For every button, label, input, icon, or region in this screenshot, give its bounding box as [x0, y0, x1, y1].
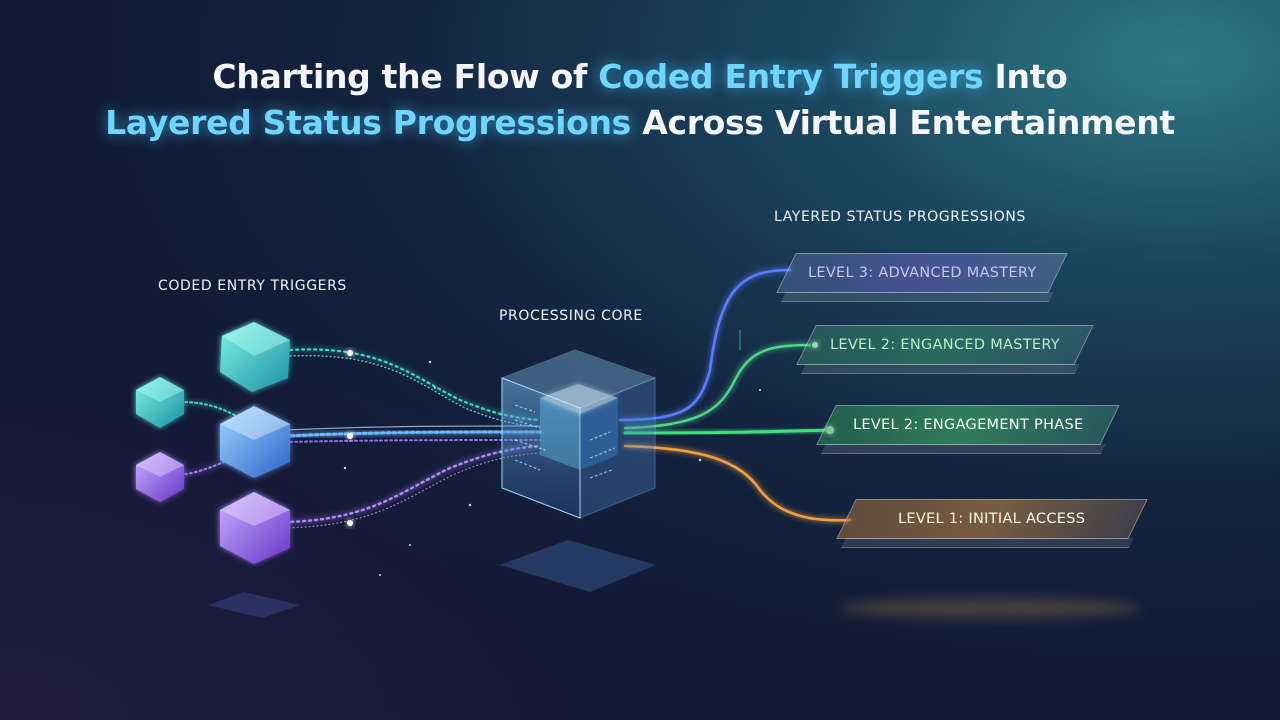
gem-icon-large-blue: [220, 406, 290, 478]
sparkles: [343, 360, 761, 576]
floor-reflections: [208, 540, 1140, 618]
label-layered-status-progressions: LAYERED STATUS PROGRESSIONS: [774, 209, 1026, 225]
level-label: LEVEL 2: ENGANCED MASTERY: [830, 337, 1060, 353]
title-text: Charting the Flow of: [212, 57, 599, 96]
level-label: LEVEL 1: INITIAL ACCESS: [898, 511, 1086, 527]
title-highlight-triggers: Coded Entry Triggers: [598, 57, 984, 96]
label-processing-core: PROCESSING CORE: [499, 308, 643, 324]
level-2-enganced-mastery: LEVEL 2: ENGANCED MASTERY: [796, 325, 1094, 374]
page-title: Charting the Flow of Coded Entry Trigger…: [0, 54, 1280, 146]
level-1-initial-access: LEVEL 1: INITIAL ACCESS: [836, 499, 1148, 548]
level-edge: [780, 292, 1054, 302]
level-2-engagement-phase: LEVEL 2: ENGAGEMENT PHASE: [816, 405, 1120, 454]
title-text: Into: [983, 57, 1068, 96]
title-highlight-progressions: Layered Status Progressions: [105, 103, 632, 142]
level-label: LEVEL 3: ADVANCED MASTERY: [807, 265, 1037, 281]
level-edge: [820, 444, 1106, 454]
level-3-advanced-mastery: LEVEL 3: ADVANCED MASTERY: [776, 253, 1068, 302]
label-coded-entry-triggers: CODED ENTRY TRIGGERS: [158, 278, 347, 294]
title-text: Across Virtual Entertainment: [631, 103, 1175, 142]
level-label: LEVEL 2: ENGAGEMENT PHASE: [852, 417, 1084, 433]
gem-icon-large-purple: [220, 492, 290, 564]
processing-core-cube: [500, 349, 657, 519]
gem-icon-small-purple: [136, 452, 184, 502]
gem-icon-large-teal: [220, 322, 290, 392]
gem-icon-small-teal: [136, 377, 184, 428]
level-edge: [840, 538, 1134, 548]
level-edge: [800, 364, 1080, 374]
